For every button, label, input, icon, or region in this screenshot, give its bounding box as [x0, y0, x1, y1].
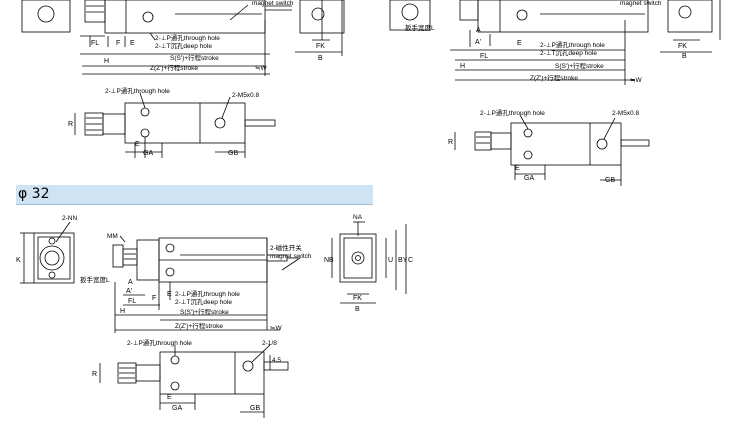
m5-label-2: 2-M5x0.8 — [612, 110, 639, 117]
dim-GB: GB — [250, 405, 260, 412]
top-view-left — [74, 92, 276, 158]
deep-hole-label-1: 2-⊥T沉孔deep hole — [155, 42, 212, 50]
through-hole-label-3: 2-⊥P通孔through hole — [105, 86, 170, 95]
dim-FL-1: FL — [91, 40, 99, 47]
top-view-right — [454, 114, 650, 186]
dim-GA-2: GA — [524, 175, 534, 182]
through-hole-label-6: 2-⊥P通孔through hole — [127, 338, 192, 347]
top-left-labels: magnet switch 2-⊥P通孔through hole 2-⊥T沉孔d… — [91, 0, 325, 72]
phi32-top-view — [99, 344, 289, 418]
s-stroke-label-1: S(S')+行程stroke — [170, 53, 219, 62]
phi32-right-end-view — [331, 221, 407, 304]
dim-Aprime: A' — [126, 288, 132, 295]
z-stroke-label-3: Z(Z')+行程stroke — [175, 321, 223, 330]
dim-NB: NB — [324, 257, 334, 264]
top-left-side-view — [21, 0, 292, 76]
z-stroke-label-1: Z(Z')+行程stroke — [150, 63, 198, 72]
dim-B: B — [355, 306, 360, 313]
dim-GA-1: GA — [143, 150, 153, 157]
dim-K: K — [16, 257, 21, 264]
magnet-switch-cn: 2-磁性开关 — [270, 243, 302, 252]
dim-E-4: E — [515, 165, 520, 172]
dim-R: R — [92, 371, 97, 378]
top-right-end-view — [660, 0, 721, 53]
dim-E-2: E — [517, 40, 522, 47]
z-stroke-label-2: Z(Z')+行程stroke — [530, 73, 578, 82]
section-title: φ 32 — [18, 186, 50, 202]
port-label: 2-1/8 — [262, 340, 277, 347]
phi32-side-view — [112, 235, 301, 333]
m5-label-1: 2-M5x0.8 — [232, 92, 259, 99]
through-hole-label-2: 2-⊥P通孔through hole — [540, 40, 605, 49]
magnet-switch-label-1: magnet switch — [252, 0, 294, 7]
dim-F: F — [152, 295, 156, 302]
dim-A: A — [128, 279, 133, 286]
section-header-band — [16, 185, 373, 205]
phi32-end-view — [20, 221, 75, 284]
dim-H-2: H — [460, 63, 465, 70]
dim-GB-1: GB — [228, 150, 238, 157]
row2-labels: 2-⊥P通孔through hole 2-M5x0.8 R E GA GB 2-… — [68, 86, 639, 184]
w-label-1: ≒W — [255, 65, 267, 72]
dim-R-1: R — [68, 121, 73, 128]
dim-FK: FK — [353, 295, 362, 302]
dim-FK-2: FK — [678, 43, 687, 50]
dim-U: U — [388, 257, 393, 264]
h45-label: 4.5 — [272, 357, 281, 364]
dim-Aprime-2: A' — [475, 39, 481, 46]
s-stroke-label-3: S(S')+行程stroke — [180, 307, 229, 316]
dim-FL: FL — [128, 298, 136, 305]
top-right-labels: magnet switch 扳手宽度L 2-⊥P通孔through hole 2… — [405, 0, 687, 84]
dim-FL-2: FL — [480, 53, 488, 60]
wrench-label-2: 扳手宽度L — [80, 275, 110, 284]
dim-FK-1: FK — [316, 43, 325, 50]
phi32-labels: 2-NN K MM 扳手宽度L 2-磁性开关 magnet switch 2-⊥… — [16, 214, 413, 412]
s-stroke-label-2: S(S')+行程stroke — [555, 61, 604, 70]
deep-hole-label-2: 2-⊥T沉孔deep hole — [540, 49, 597, 57]
through-hole-label-4: 2-⊥P通孔through hole — [480, 108, 545, 117]
dim-H-1: H — [104, 58, 109, 65]
dim-E-1: E — [130, 40, 135, 47]
dim-GA: GA — [172, 405, 182, 412]
dim-C: C — [408, 257, 413, 264]
wrench-label-1: 扳手宽度L — [405, 23, 435, 32]
mm-label: MM — [107, 233, 118, 240]
nn-label: 2-NN — [62, 215, 77, 222]
w-label-2: ≒W — [630, 77, 642, 84]
magnet-switch-en: magnet switch — [270, 253, 312, 260]
magnet-switch-label-2: magnet switch — [620, 0, 662, 7]
w-label-3: ≒W — [270, 325, 282, 332]
dim-A-2: A — [476, 27, 481, 34]
dim-B-2: B — [682, 53, 687, 60]
dim-B-1: B — [318, 55, 323, 62]
through-hole-label-5: 2-⊥P通孔through hole — [175, 289, 240, 298]
na-label: NA — [353, 214, 363, 221]
dim-BY: BY — [398, 257, 408, 264]
top-middle-end-view — [295, 0, 345, 56]
dim-E-3: E — [135, 141, 140, 148]
dim-E: E — [167, 291, 172, 298]
top-right-side-view — [389, 0, 649, 85]
dim-H: H — [120, 308, 125, 315]
dim-GB-2: GB — [605, 177, 615, 184]
through-hole-label-1: 2-⊥P通孔through hole — [155, 33, 220, 42]
dim-R-2: R — [448, 139, 453, 146]
deep-hole-label-3: 2-⊥T沉孔deep hole — [175, 298, 232, 306]
dim-E-5: E — [167, 394, 172, 401]
dim-F-1: F — [116, 40, 120, 47]
